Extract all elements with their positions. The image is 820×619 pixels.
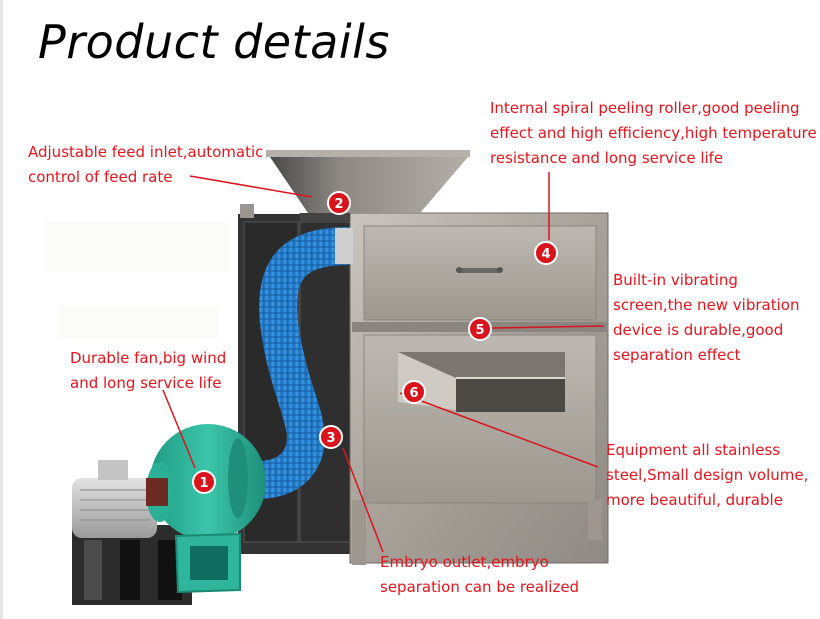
page-title: Product details bbox=[38, 15, 390, 69]
caption-vibrating-screen: Built-in vibrating screen,the new vibrat… bbox=[613, 268, 799, 368]
caption-line: separation can be realized bbox=[380, 578, 580, 596]
caption-line: separation effect bbox=[613, 346, 741, 364]
feed-hopper bbox=[266, 150, 470, 221]
caption-line: more beautiful, durable bbox=[606, 491, 783, 509]
page-left-border bbox=[0, 0, 3, 619]
caption-line: Embryo outlet,embryo bbox=[380, 553, 549, 571]
caption-line: and long service life bbox=[70, 374, 222, 392]
svg-text:3: 3 bbox=[326, 431, 335, 446]
blue-hose bbox=[235, 227, 353, 500]
caption-line: Internal spiral peeling roller,good peel… bbox=[490, 99, 800, 117]
stainless-body bbox=[349, 212, 609, 565]
caption-line: Built-in vibrating bbox=[613, 271, 738, 289]
badge-2: 2 bbox=[327, 191, 351, 215]
svg-text:4: 4 bbox=[541, 247, 550, 262]
caption-embryo-outlet: Embryo outlet,embryo separation can be r… bbox=[380, 550, 579, 600]
caption-fan: Durable fan,big wind and long service li… bbox=[70, 346, 226, 396]
caption-line: effect and high efficiency,high temperat… bbox=[490, 124, 817, 142]
badge-1: 1 bbox=[192, 470, 216, 494]
caption-line: steel,Small design volume, bbox=[606, 466, 809, 484]
svg-text:2: 2 bbox=[334, 197, 343, 212]
caption-stainless-body: Equipment all stainless steel,Small desi… bbox=[606, 438, 808, 513]
svg-text:6: 6 bbox=[409, 386, 418, 401]
caption-line: Adjustable feed inlet,automatic bbox=[28, 143, 264, 161]
motor-stand bbox=[72, 525, 192, 605]
caption-line: Durable fan,big wind bbox=[70, 349, 227, 367]
motor bbox=[72, 460, 157, 538]
caption-line: control of feed rate bbox=[28, 168, 173, 186]
caption-peeling-roller: Internal spiral peeling roller,good peel… bbox=[490, 96, 817, 171]
caption-line: resistance and long service life bbox=[490, 149, 724, 167]
badge-4: 4 bbox=[534, 241, 558, 265]
svg-text:5: 5 bbox=[475, 323, 484, 338]
badge-6: 6 bbox=[402, 380, 426, 404]
badge-5: 5 bbox=[468, 317, 492, 341]
leader-lines bbox=[162, 172, 605, 553]
caption-line: screen,the new vibration bbox=[613, 296, 800, 314]
caption-feed-inlet: Adjustable feed inlet,automatic control … bbox=[28, 140, 263, 190]
badge-3: 3 bbox=[319, 425, 343, 449]
caption-line: device is durable,good bbox=[613, 321, 784, 339]
svg-text:1: 1 bbox=[199, 476, 208, 491]
caption-line: Equipment all stainless bbox=[606, 441, 781, 459]
